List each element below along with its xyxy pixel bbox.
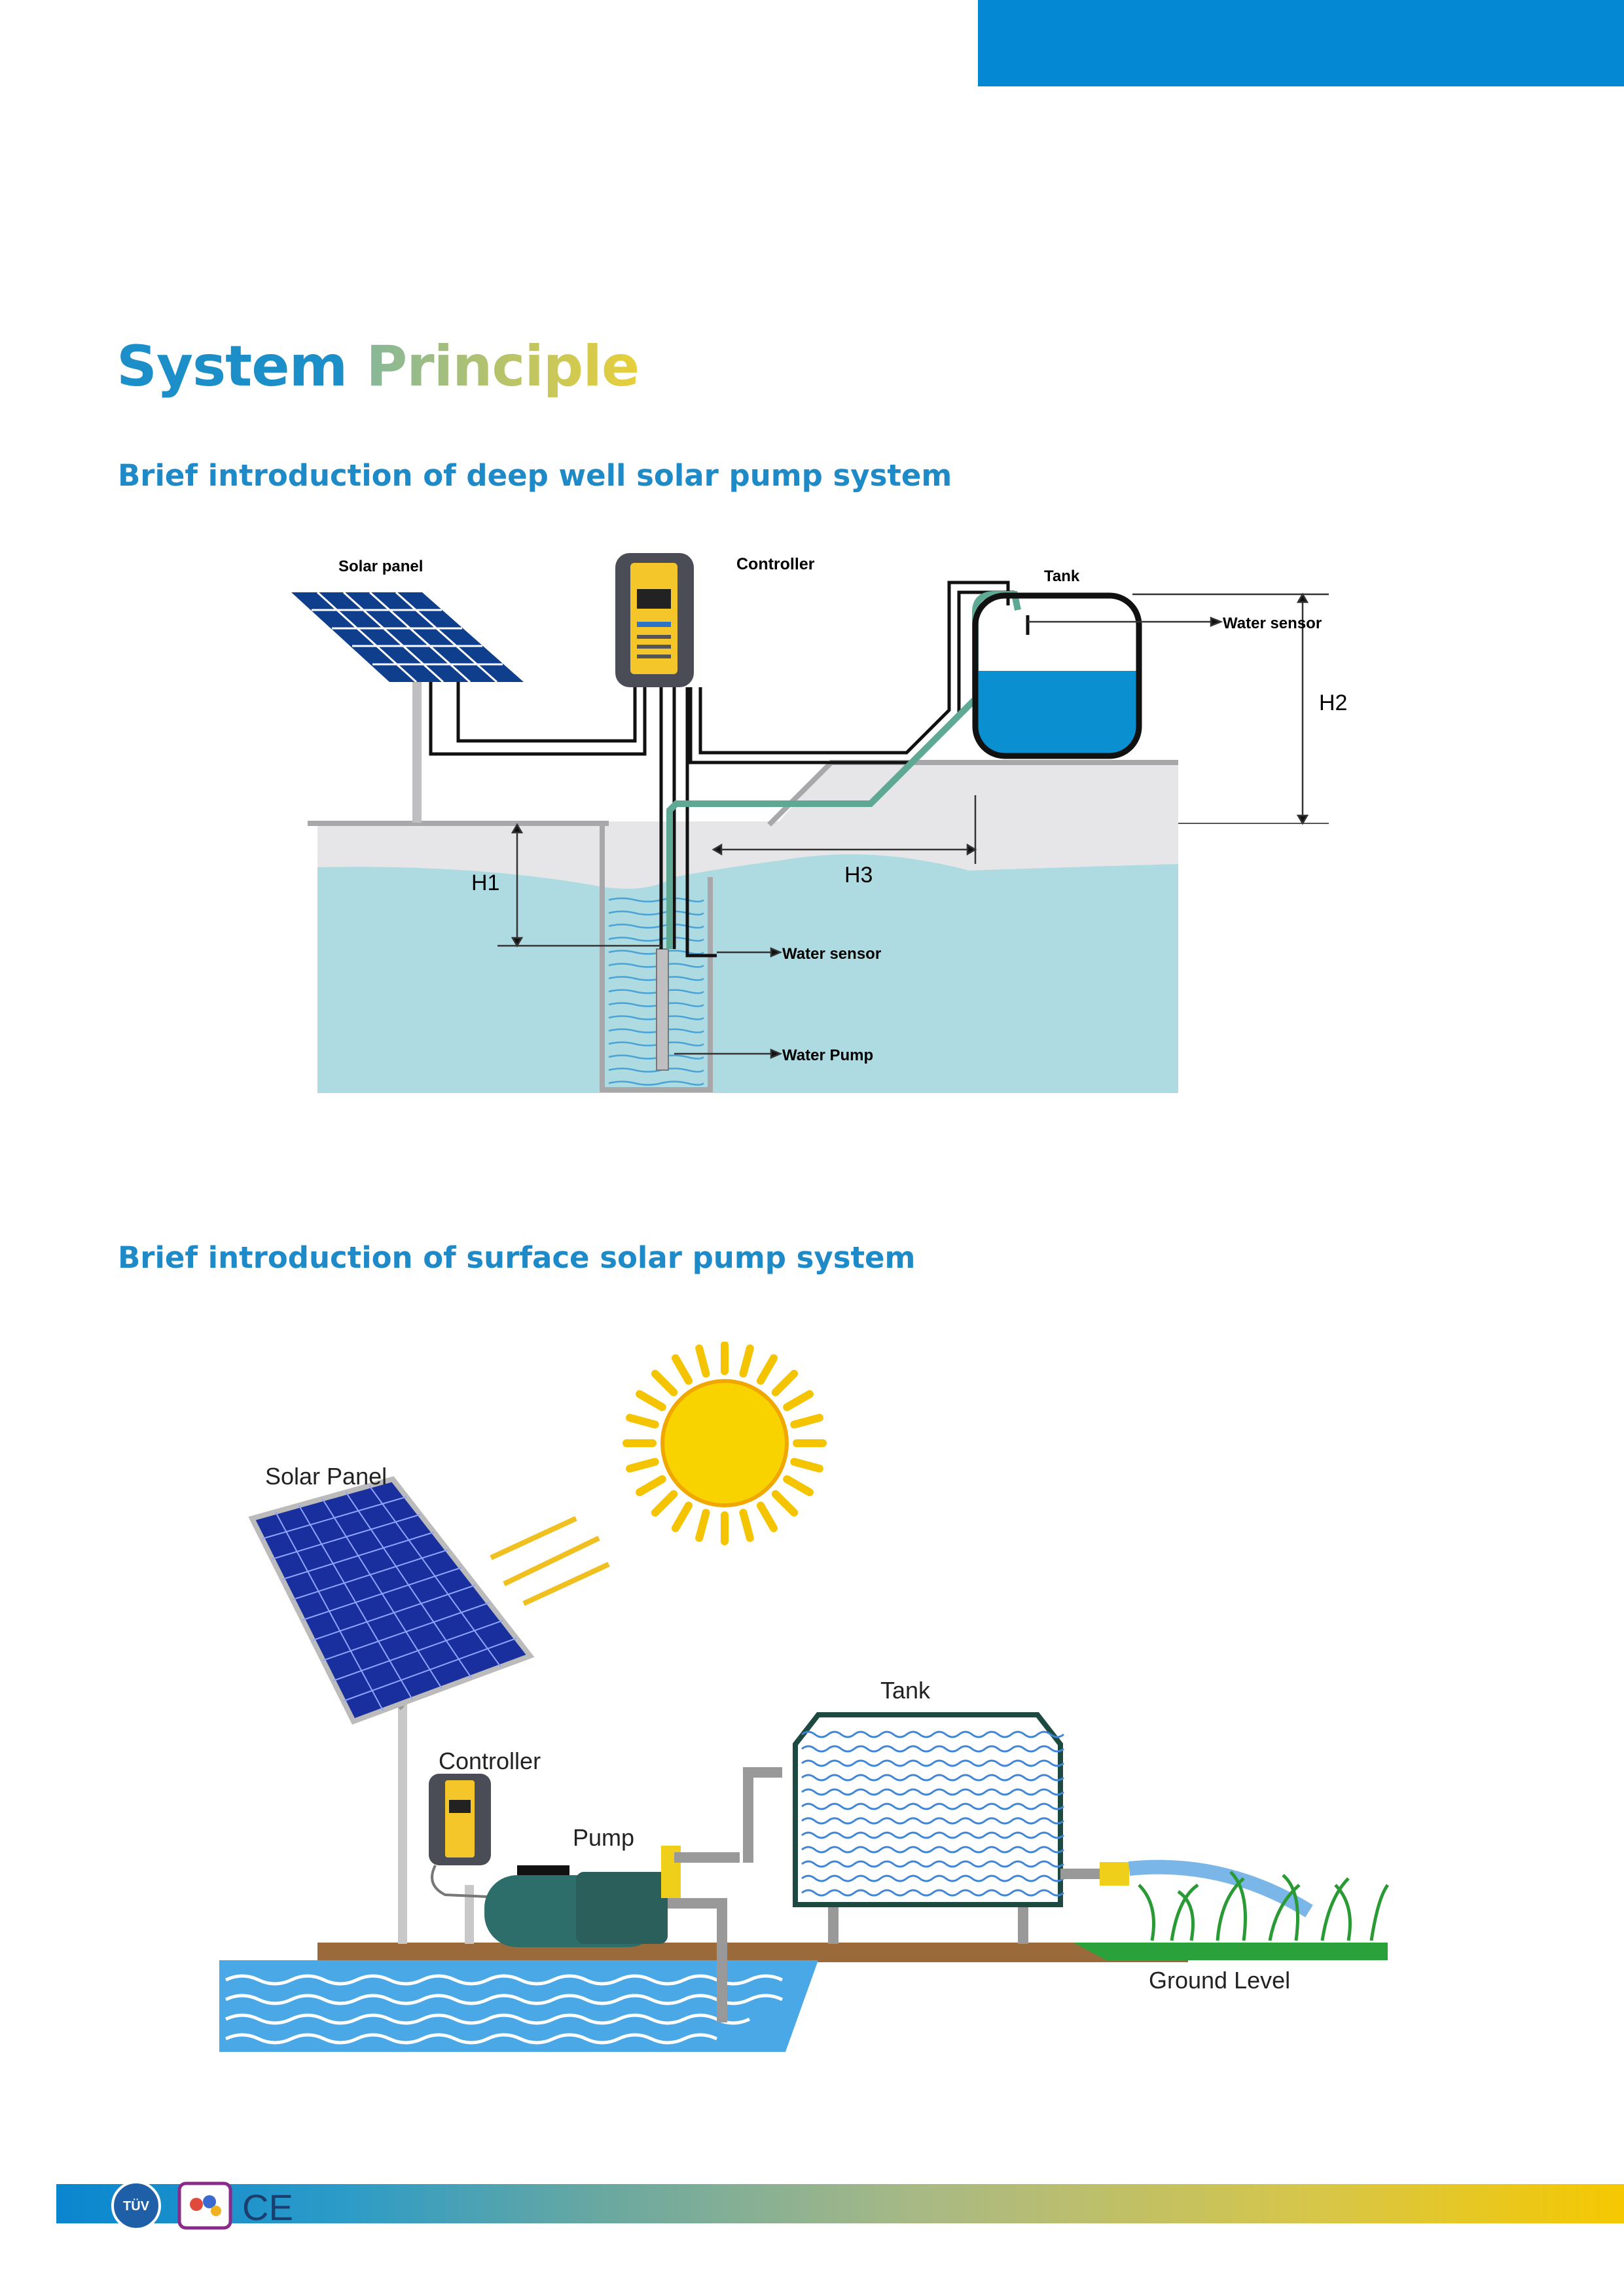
dimension-lines (497, 592, 1329, 1059)
label-controller: Controller (736, 555, 815, 573)
solar-panel (291, 591, 524, 823)
raised-ground (779, 762, 1178, 821)
grass (1138, 1871, 1390, 1941)
label-controller: Controller (439, 1748, 541, 1774)
tank (793, 1712, 1313, 1944)
surface-heading: Brief introduction of surface solar pump… (118, 1240, 916, 1275)
controller-box (429, 1774, 518, 1899)
footer-gradient-bar (56, 2184, 1624, 2223)
label-h2: H2 (1319, 691, 1347, 715)
tuv-certification-logo: TÜV (111, 2181, 161, 2231)
label-ground-level: Ground Level (1149, 1967, 1290, 1994)
solar-panel (248, 1476, 535, 1944)
surface-pump (484, 1767, 782, 2022)
label-pump: Pump (573, 1824, 634, 1851)
label-tank: Tank (880, 1677, 931, 1704)
deep-well-heading: Brief introduction of deep well solar pu… (118, 458, 952, 493)
groundwater (317, 854, 1178, 1093)
label-water-pump: Water Pump (782, 1047, 873, 1064)
ce-mark-logo: CE (242, 2187, 293, 2228)
tank (972, 592, 1142, 759)
sunlight-arrows (490, 1516, 610, 1606)
label-solar-panel: Solar Panel (265, 1463, 387, 1490)
top-accent-bar (978, 0, 1624, 86)
page-title-word-2: Principle (366, 334, 640, 399)
sgs-certification-logo (177, 2181, 232, 2230)
pond-waves (225, 1974, 784, 2045)
tuv-logo-text: TÜV (123, 2198, 150, 2214)
page-title: System Principle (117, 334, 640, 399)
ground-strip (317, 1943, 1188, 1962)
deep-well-diagram: Solar panel Controller Tank Water sensor… (291, 553, 1347, 1093)
well-casing (600, 823, 713, 1092)
surface-diagram: Solar Panel Tank Controller Pump Ground … (219, 1342, 1390, 2052)
label-water-sensor-tank: Water sensor (1223, 615, 1322, 632)
sun-icon (623, 1342, 827, 1545)
water-pump (656, 948, 669, 1071)
label-h1: H1 (471, 870, 499, 895)
label-h3: H3 (844, 863, 873, 888)
grass-ground (1074, 1943, 1388, 1960)
label-water-sensor-well: Water sensor (782, 945, 881, 963)
ce-mark-text: CE (242, 2187, 293, 2228)
label-solar-panel: Solar panel (338, 558, 423, 575)
label-tank: Tank (1044, 567, 1080, 585)
page-title-word-1: System (117, 334, 348, 399)
controller-box (615, 553, 694, 687)
